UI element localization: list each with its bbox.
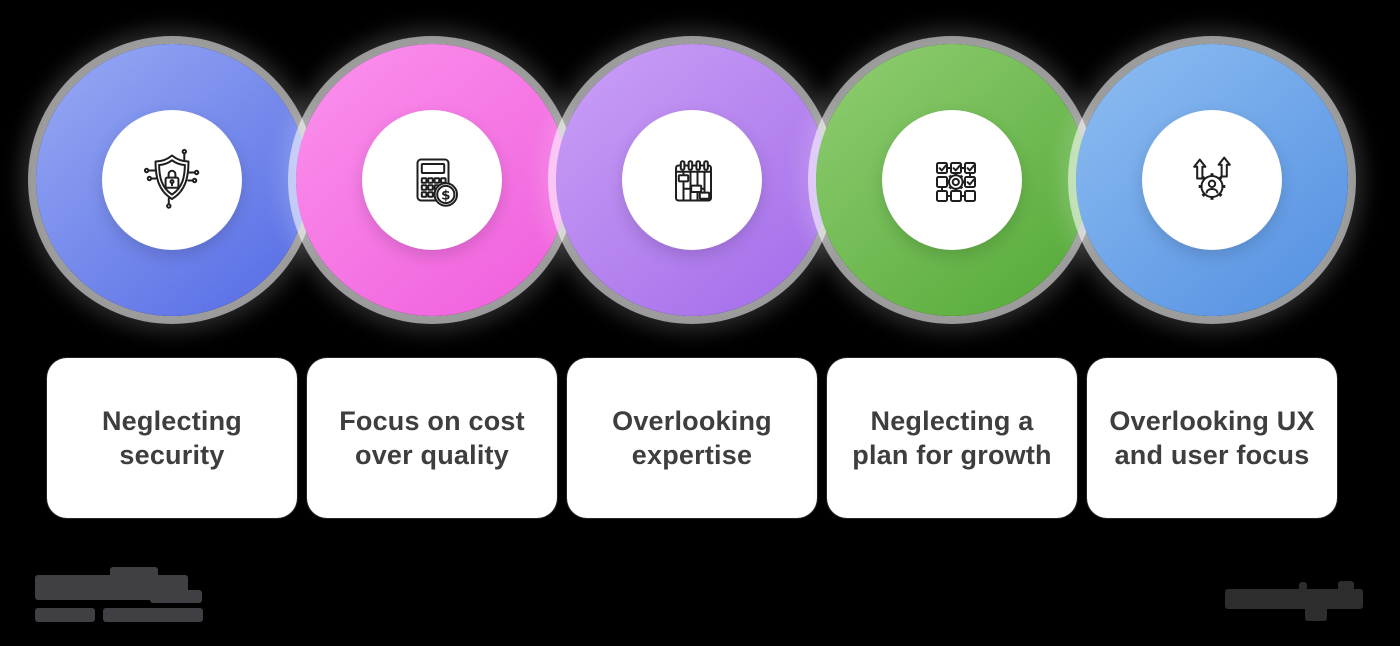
redacted-block [103,608,203,622]
calculator-dollar-icon: $ [416,158,458,207]
ring-growth-plan [816,44,1088,316]
redacted-block [110,567,158,579]
label-card: Focus on cost over quality [307,358,557,518]
label-card: Overlooking expertise [567,358,817,518]
redacted-block [1299,582,1307,592]
redacted-block [35,608,95,622]
redacted-block [1305,606,1327,621]
pitfall-item-security: Neglecting security [36,0,308,646]
gantt-chart-icon [675,160,712,202]
redacted-brand-right [1180,0,1400,646]
label-card: Neglecting security [47,358,297,518]
ring-cost: $ [296,44,568,316]
redacted-brand-left [0,0,220,646]
icon-disc [882,110,1022,250]
redacted-block [1225,589,1363,609]
card-title: Neglecting security [101,406,243,470]
icon-disc [622,110,762,250]
pitfall-item-ux: Overlooking UX and user focus [1076,0,1348,646]
label-card: Overlooking UX and user focus [1087,358,1337,518]
card-title: Overlooking expertise [612,406,772,470]
icon-disc: $ [362,110,502,250]
shield-lock-icon [143,148,200,209]
icon-disc [102,110,242,250]
ring-expertise [556,44,828,316]
ring-security [36,44,308,316]
pitfall-item-cost: $ Focus on cost over quality [296,0,568,646]
icon-disc [1142,110,1282,250]
card-title: Focus on cost over quality [339,406,525,470]
label-card: Neglecting a plan for growth [827,358,1077,518]
ring-ux [1076,44,1348,316]
workflow-gear-icon [936,162,976,202]
redacted-block [150,590,202,603]
user-gear-arrows-icon [1193,156,1231,200]
card-title: Overlooking UX and user focus [1109,406,1315,470]
card-title: Neglecting a plan for growth [852,406,1052,470]
redacted-block [1338,581,1354,592]
svg-text:$: $ [441,187,450,203]
pitfall-item-growth-plan: Neglecting a plan for growth [816,0,1088,646]
pitfall-item-expertise: Overlooking expertise [556,0,828,646]
